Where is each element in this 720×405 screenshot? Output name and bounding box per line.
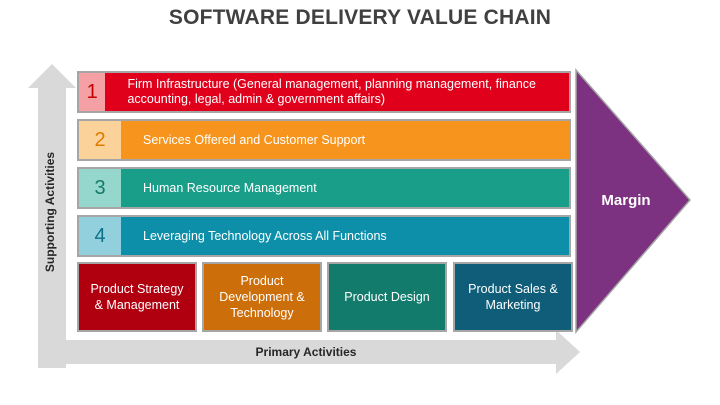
row-text: Leveraging Technology Across All Functio…: [143, 228, 387, 243]
primary-box-design: Product Design: [327, 262, 447, 332]
primary-box-strategy: Product Strategy & Management: [77, 262, 197, 332]
row-number: 4: [79, 217, 121, 255]
supporting-arrow: [28, 64, 76, 368]
row-number: 1: [79, 73, 106, 111]
primary-activities-label: Primary Activities: [255, 345, 357, 359]
margin-chevron: [575, 68, 691, 335]
support-row-firm-infrastructure: 1 Firm Infrastructure (General managemen…: [77, 71, 571, 113]
row-text: Human Resource Management: [143, 180, 317, 195]
primary-arrow: [38, 330, 580, 374]
row-number: 3: [79, 169, 121, 207]
row-text: Firm Infrastructure (General management,…: [127, 77, 536, 106]
support-row-technology: 4 Leveraging Technology Across All Funct…: [77, 215, 571, 257]
row-number: 2: [79, 121, 121, 159]
primary-box-development: Product Development & Technology: [202, 262, 322, 332]
supporting-activities-label: Supporting Activities: [43, 151, 57, 273]
primary-box-sales: Product Sales & Marketing: [453, 262, 573, 332]
support-row-human-resource: 3 Human Resource Management: [77, 167, 571, 209]
support-row-services: 2 Services Offered and Customer Support: [77, 119, 571, 161]
row-text: Services Offered and Customer Support: [143, 132, 366, 147]
page-title: SOFTWARE DELIVERY VALUE CHAIN: [168, 6, 552, 29]
margin-label: Margin: [601, 192, 651, 209]
